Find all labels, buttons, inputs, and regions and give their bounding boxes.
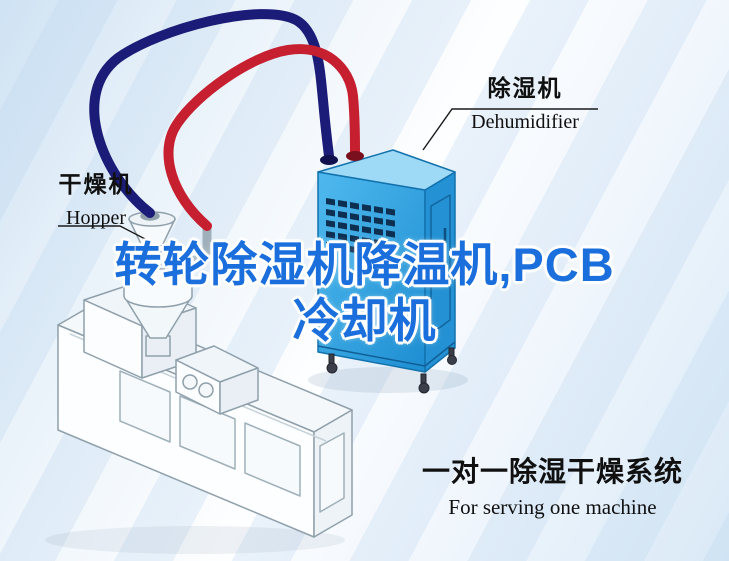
machine-panel <box>119 370 171 443</box>
casters <box>326 347 457 394</box>
hopper-cylinder <box>123 258 193 308</box>
dehumidifier-label: 除湿机 Dehumidifier <box>448 74 602 134</box>
machine-end-panel <box>319 432 345 513</box>
system-caption: 一对一除湿干燥系统 For serving one machine <box>400 456 705 520</box>
drive-unit-side <box>219 367 259 415</box>
dehumidifier-label-cn: 除湿机 <box>487 75 563 101</box>
hopper-leader-line <box>58 225 150 242</box>
dehumidifier-leader-line <box>422 108 598 151</box>
system-caption-cn: 一对一除湿干燥系统 <box>421 456 683 487</box>
elbow-tube <box>179 223 212 267</box>
hose-fittings <box>320 151 364 165</box>
hopper-label-cn: 干燥机 <box>58 171 134 197</box>
leader-lines <box>58 108 598 242</box>
watermark-title-line2: 冷却机 <box>292 294 437 347</box>
cold-air-hose <box>89 9 334 218</box>
machine-panel <box>244 422 301 497</box>
hopper-label: 干燥机 Hopper <box>50 170 142 230</box>
dehumidifier-machine <box>317 149 457 394</box>
hopper-label-en: Hopper <box>66 207 126 229</box>
hot-air-hose <box>163 44 360 231</box>
watermark-title-line1: 转轮除湿机降温机,PCB <box>114 238 615 291</box>
hopper-machine <box>57 211 353 538</box>
system-caption-en: For serving one machine <box>448 495 657 519</box>
dehumidifier-label-en: Dehumidifier <box>471 111 579 133</box>
dehumidifier-top <box>317 149 456 191</box>
vent-grille <box>326 198 395 260</box>
hoses <box>89 9 360 231</box>
funnel-neck <box>141 245 163 257</box>
side-door <box>430 194 451 335</box>
